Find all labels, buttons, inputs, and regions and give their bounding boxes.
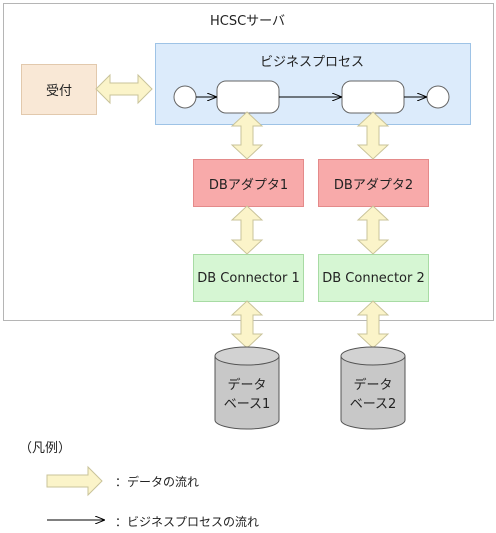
- legend-data-flow-text: ：データの流れ: [115, 475, 200, 489]
- db-adapter-1-label: DBアダプタ1: [208, 177, 289, 193]
- data-flow-double-arrow: [356, 111, 390, 160]
- db-connector-1-label: DB Connector 1: [197, 270, 300, 286]
- database-2-label-line1: データ: [353, 377, 392, 393]
- business-process-title: ビジネスプロセス: [259, 55, 364, 70]
- legend-data-flow-arrow-icon: [46, 465, 103, 497]
- business-process-box: [155, 43, 471, 125]
- activity-node-2: [341, 80, 405, 114]
- db-connector-2-label: DB Connector 2: [322, 270, 425, 286]
- legend-title: （凡例）: [19, 441, 72, 456]
- data-flow-double-arrow: [356, 300, 390, 349]
- db-connector-1: DB Connector 1: [193, 254, 304, 302]
- db-adapter-2-label: DBアダプタ2: [333, 177, 414, 193]
- data-flow-double-arrow: [95, 73, 153, 105]
- reception-box: 受付: [21, 64, 97, 115]
- db-connector-2: DB Connector 2: [318, 254, 429, 302]
- legend-process-flow-text: ：ビジネスプロセスの流れ: [115, 515, 260, 529]
- database-2: データ ベース2: [340, 346, 406, 430]
- data-flow-double-arrow: [230, 205, 264, 255]
- data-flow-double-arrow: [230, 111, 264, 160]
- data-flow-double-arrow: [356, 205, 390, 255]
- data-flow-double-arrow: [230, 300, 264, 349]
- db-adapter-2: DBアダプタ2: [318, 159, 429, 207]
- database-1: データ ベース1: [214, 346, 280, 430]
- reception-label: 受付: [45, 84, 72, 99]
- hcsc-server-title: HCSCサーバ: [209, 14, 286, 29]
- end-node: [426, 85, 450, 109]
- database-2-label-line2: ベース2: [350, 397, 397, 412]
- start-node: [173, 85, 197, 109]
- activity-node-1: [216, 80, 280, 114]
- db-adapter-1: DBアダプタ1: [193, 159, 304, 207]
- database-1-label-line1: データ: [227, 377, 266, 393]
- database-1-label-line2: ベース1: [224, 397, 271, 412]
